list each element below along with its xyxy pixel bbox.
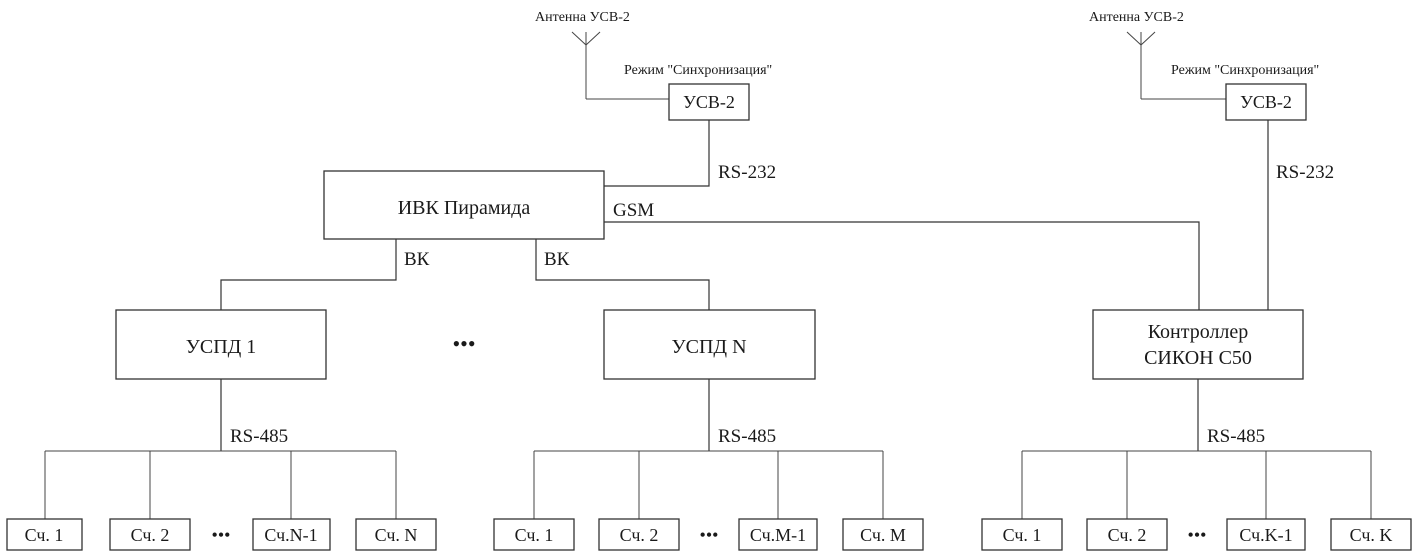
antenna-2-arm-right [1140,31,1156,46]
ivk-box [323,170,605,240]
meter-3-2-label: Сч. 2 [1108,525,1147,545]
usv2-box-1-label: УСВ-2 [683,92,735,112]
vk-link-right [535,239,710,310]
meter-3-4-label: Сч. K [1350,525,1393,545]
rs232-label-left: RS-232 [718,162,776,183]
antenna-2-label: Антенна УСВ-2 [1089,10,1184,25]
meter-1-ellipsis: ••• [212,525,231,545]
sikon-label-line1: Контроллер [1148,321,1249,343]
meter-3-1-label: Сч. 1 [1003,525,1042,545]
usv2-box-2-label: УСВ-2 [1240,92,1292,112]
gsm-label: GSM [613,200,654,221]
antenna-1-arm-right [585,31,601,46]
bus-group-1 [44,379,397,519]
meter-3-2-box [1086,518,1168,551]
uspd-1-box [115,309,327,380]
antenna-2 [1126,31,1226,100]
meter-1-3-box [252,518,331,551]
meter-1-4-box [355,518,437,551]
vk-label-right: ВК [544,249,570,270]
controllers-ellipsis: ••• [452,331,475,356]
antenna-1-label: Антенна УСВ-2 [535,10,630,25]
uspd-n-label: УСПД N [671,336,746,358]
bus-3-label: RS-485 [1207,426,1265,447]
vk-label-left: ВК [404,249,430,270]
antenna-1-mode-label: Режим "Синхронизация" [624,63,772,78]
antenna-2-mode-label: Режим "Синхронизация" [1171,63,1319,78]
meter-3-1-box [981,518,1063,551]
bus-1-label: RS-485 [230,426,288,447]
meter-1-2-box [109,518,191,551]
meter-1-3-label: Сч.N-1 [264,525,317,545]
bus-group-2 [533,379,884,519]
usv2-box-1 [668,83,750,121]
meter-2-3-box [738,518,818,551]
meter-1-1-label: Сч. 1 [25,525,64,545]
meter-2-4-label: Сч. M [860,525,906,545]
meter-2-2-label: Сч. 2 [620,525,659,545]
meter-3-4-box [1330,518,1412,551]
sikon-label-line2: СИКОН С50 [1144,347,1252,369]
meter-2-1-box [493,518,575,551]
meter-2-1-label: Сч. 1 [515,525,554,545]
meter-1-4-label: Сч. N [375,525,418,545]
vk-link-left [220,239,397,310]
meter-3-3-box [1226,518,1306,551]
meter-2-4-box [842,518,924,551]
uspd-n-box [603,309,816,380]
antenna-1-arm-left [571,31,587,46]
uspd-1-label: УСПД 1 [186,336,257,358]
rs232-label-right: RS-232 [1276,162,1334,183]
meter-2-2-box [598,518,680,551]
meter-1-1-box [6,518,83,551]
antenna-1 [571,31,669,100]
rs232-link-left [604,120,710,187]
meter-2-ellipsis: ••• [700,525,719,545]
meter-3-3-label: Сч.K-1 [1239,525,1292,545]
usv2-box-2 [1225,83,1307,121]
bus-2-label: RS-485 [718,426,776,447]
gsm-link [604,221,1200,310]
ivk-label: ИВК Пирамида [398,197,531,219]
sikon-box [1092,309,1304,380]
meter-3-ellipsis: ••• [1188,525,1207,545]
antenna-2-arm-left [1126,31,1142,46]
meter-1-2-label: Сч. 2 [131,525,170,545]
meter-2-3-label: Сч.M-1 [750,525,806,545]
bus-group-3 [1021,379,1372,519]
